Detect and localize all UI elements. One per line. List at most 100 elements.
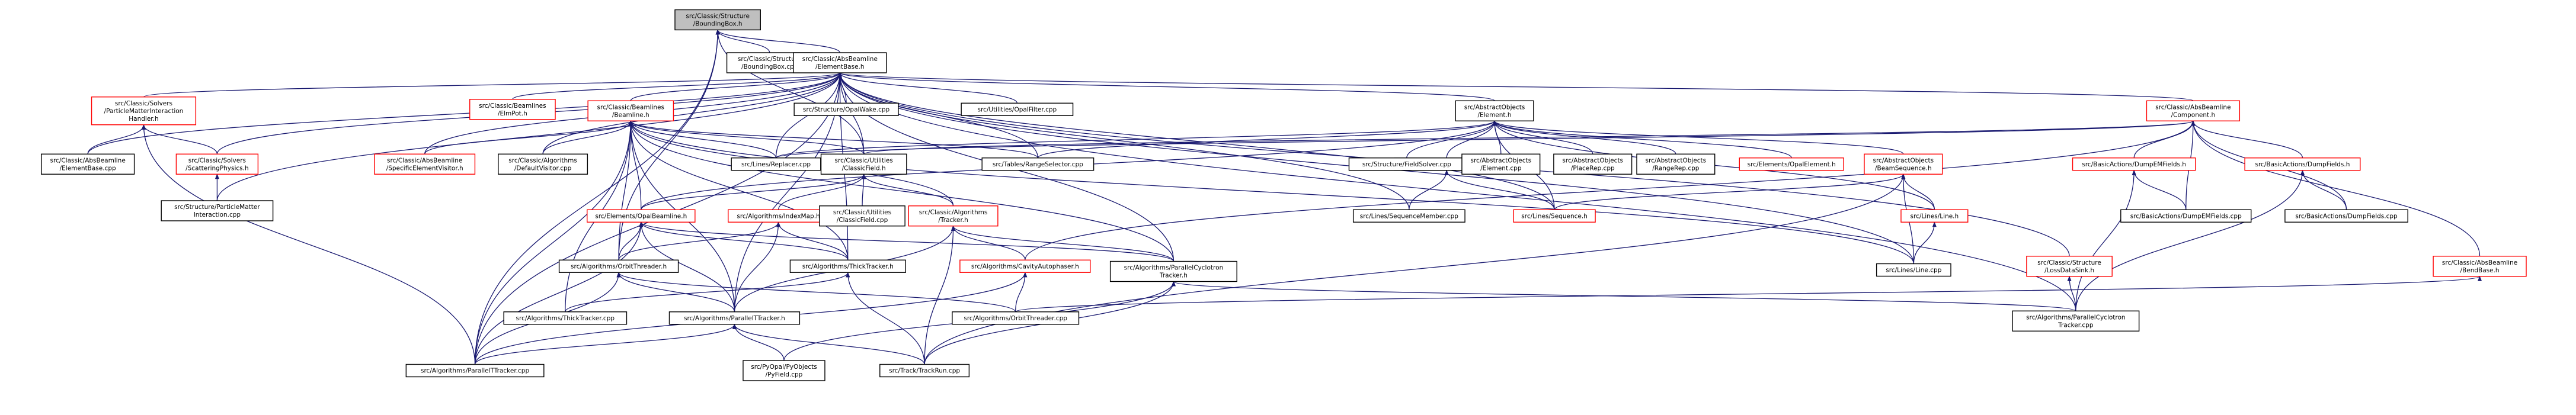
- edge-parallelcyclotron-h-to-parallelcyclotron-cpp: [1172, 281, 2076, 311]
- file-node-elementbase-cpp[interactable]: src/Classic/AbsBeamline/ElementBase.cpp: [40, 153, 135, 175]
- file-node-label: /Element.h: [1478, 111, 1512, 118]
- file-node-box: [1739, 157, 1844, 171]
- file-node-classicfield-cpp[interactable]: src/Classic/Utilities/ClassicField.cpp: [819, 205, 905, 227]
- dependency-edges: [87, 29, 2482, 365]
- file-node-elementbase-h[interactable]: src/Classic/AbsBeamline/ElementBase.h: [793, 52, 887, 73]
- edge-dumpemfields-h-to-dumpemfields-cpp: [2132, 169, 2187, 210]
- file-node-dumpfields-cpp[interactable]: src/BasicActions/DumpFields.cpp: [2284, 209, 2408, 223]
- file-node-box: [1900, 209, 1969, 223]
- file-node-parallelt-h[interactable]: src/Algorithms/ParallelTTracker.h: [668, 311, 801, 325]
- file-node-element-cpp[interactable]: src/AbstractObjects/Element.cpp: [1461, 153, 1541, 175]
- edge-elementbase-h-to-defaultvisitor-cpp: [542, 72, 842, 155]
- edge-element-h-to-fieldsolver-cpp: [1406, 120, 1497, 158]
- file-node-label: src/Structure/ParticleMatter: [174, 204, 260, 211]
- file-node-label: src/AbstractObjects: [1470, 157, 1531, 164]
- file-node-label: /Element.cpp: [1480, 165, 1522, 172]
- edge-opalbeamline-h-to-orbitthreader-h: [618, 221, 644, 260]
- file-node-specificvisitor-h[interactable]: src/Classic/AbsBeamline/SpecificElementV…: [374, 153, 476, 175]
- edge-thicktracker-h-to-trackrun-cpp: [846, 272, 925, 365]
- file-node-fieldsolver-cpp[interactable]: src/Structure/FieldSolver.cpp: [1348, 157, 1465, 171]
- file-node-label: src/Structure/FieldSolver.cpp: [1362, 161, 1451, 168]
- edge-elementbase-h-to-element-h: [838, 72, 1495, 101]
- file-node-box: [820, 153, 907, 175]
- file-node-sequence-h[interactable]: src/Lines/Sequence.h: [1513, 209, 1596, 223]
- file-node-opalfilter-cpp[interactable]: src/Utilities/OpalFilter.cpp: [961, 102, 1074, 116]
- file-node-field-h[interactable]: src/Classic/Utilities/ClassicField.h: [820, 153, 907, 175]
- file-node-component-h[interactable]: src/Classic/AbsBeamline/Component.h: [2146, 100, 2241, 121]
- file-node-replacer-cpp[interactable]: src/Lines/Replacer.cpp: [731, 157, 821, 171]
- file-node-dumpfields-h[interactable]: src/BasicActions/DumpFields.h: [2244, 157, 2361, 171]
- file-node-parallelcyclotron-h[interactable]: src/Algorithms/ParallelCyclotronTracker.…: [1109, 260, 1237, 282]
- file-node-trackrun-cpp[interactable]: src/Track/TrackRun.cpp: [879, 363, 970, 378]
- file-node-box: [2433, 256, 2527, 277]
- file-node-label: src/Lines/Replacer.cpp: [741, 161, 811, 168]
- file-node-label: src/Algorithms/ParallelTTracker.cpp: [421, 368, 529, 375]
- file-node-box: [1352, 209, 1465, 223]
- file-node-parallelt-cpp[interactable]: src/Algorithms/ParallelTTracker.cpp: [405, 363, 545, 378]
- file-node-pyfield-cpp[interactable]: src/PyOpal/PyObjects/PyField.cpp: [743, 360, 825, 381]
- file-node-box: [2026, 256, 2113, 277]
- file-node-thicktracker-cpp[interactable]: src/Algorithms/ThickTracker.cpp: [503, 311, 628, 325]
- file-node-box: [1636, 153, 1716, 175]
- edge-elementbase-h-to-component-h: [838, 72, 2194, 101]
- file-node-particlematter-cpp[interactable]: src/Structure/ParticleMatterInteraction.…: [161, 200, 274, 221]
- file-node-rangerep-cpp[interactable]: src/AbstractObjects/RangeRep.cpp: [1636, 153, 1716, 175]
- file-node-cavityautophaser-h[interactable]: src/Algorithms/CavityAutophaser.h: [959, 259, 1091, 273]
- file-node-orbitthreader-h[interactable]: src/Algorithms/OrbitThreader.h: [558, 259, 679, 273]
- edge-component-h-to-replacer-cpp: [775, 120, 2195, 159]
- file-node-label: /LossDataSink.h: [2044, 267, 2094, 274]
- file-node-box: [587, 100, 674, 121]
- file-node-box: [498, 153, 588, 175]
- file-node-opalbeamline-h[interactable]: src/Elements/OpalBeamline.h: [587, 209, 696, 223]
- file-node-label: src/Tables/RangeSelector.cpp: [993, 161, 1083, 168]
- file-node-label: src/Classic/Algorithms: [919, 209, 988, 216]
- edge-field-h-to-indexmap-h: [777, 173, 866, 210]
- file-node-scatteringphysics-h[interactable]: src/Classic/Solvers/ScatteringPhysics.h: [175, 153, 259, 175]
- file-node-elmpot-h[interactable]: src/Classic/Beamlines/ElmPot.h: [469, 99, 556, 120]
- edge-opalbeamline-h-to-parallelcyclotron-h: [639, 221, 1175, 262]
- file-node-dumpemfields-h[interactable]: src/BasicActions/DumpEMFields.h: [2072, 157, 2196, 171]
- file-node-label: src/Classic/Utilities: [833, 209, 891, 216]
- file-node-box: [2072, 157, 2196, 171]
- file-node-box: [503, 311, 628, 325]
- file-node-opalwake-cpp[interactable]: src/Structure/OpalWake.cpp: [793, 102, 899, 116]
- file-node-label: /ClassicField.cpp: [837, 217, 888, 224]
- file-node-box: [959, 259, 1091, 273]
- file-node-line-cpp[interactable]: src/Lines/Line.cpp: [1876, 263, 1951, 277]
- file-node-sequencemember-cpp[interactable]: src/Lines/SequenceMember.cpp: [1352, 209, 1465, 223]
- file-node-indexmap-h[interactable]: src/Algorithms/IndexMap.h: [728, 209, 829, 223]
- file-node-label: src/Lines/Line.h: [1911, 213, 1959, 220]
- file-node-box: [1513, 209, 1596, 223]
- file-node-beamsequence-h[interactable]: src/AbstractObjects/BeamSequence.h: [1864, 153, 1943, 175]
- file-node-element-h[interactable]: src/AbstractObjects/Element.h: [1455, 100, 1534, 121]
- file-node-bendbase-h[interactable]: src/Classic/AbsBeamline/BendBase.h: [2433, 256, 2527, 277]
- edge-field-h-to-classicfield-cpp: [862, 173, 866, 206]
- file-node-particlematter-h[interactable]: src/Classic/Solvers/ParticleMatterIntera…: [91, 96, 197, 126]
- file-node-tracker-h[interactable]: src/Classic/Algorithms/Tracker.h: [908, 205, 999, 227]
- file-node-label: src/AbstractObjects: [1562, 157, 1623, 164]
- edge-element-h-to-replacer-cpp: [775, 120, 1497, 159]
- file-node-opalelement-h[interactable]: src/Elements/OpalElement.h: [1739, 157, 1844, 171]
- file-node-beamline-h[interactable]: src/Classic/Beamlines/Beamline.h: [587, 100, 674, 121]
- file-node-line-h[interactable]: src/Lines/Line.h: [1900, 209, 1969, 223]
- edge-element-h-to-opalelement-h: [1492, 120, 1792, 159]
- file-node-lossdatasink-h[interactable]: src/Classic/Structure/LossDataSink.h: [2026, 256, 2113, 277]
- file-node-orbitthreader-cpp[interactable]: src/Algorithms/OrbitThreader.cpp: [952, 311, 1080, 325]
- file-node-label: /ClassicField.h: [842, 165, 886, 172]
- edge-line-h-to-line-cpp: [1913, 221, 1937, 264]
- file-node-label: src/Classic/Beamlines: [479, 102, 546, 110]
- file-node-box: [2120, 209, 2252, 223]
- file-node-dumpemfields-cpp[interactable]: src/BasicActions/DumpEMFields.cpp: [2120, 209, 2252, 223]
- file-node-box: [1864, 153, 1943, 175]
- file-node-box: [374, 153, 476, 175]
- edge-elementbase-h-to-elmpot-h: [512, 72, 842, 100]
- file-node-rangeselector-cpp[interactable]: src/Tables/RangeSelector.cpp: [981, 157, 1095, 171]
- file-node-defaultvisitor-cpp[interactable]: src/Classic/Algorithms/DefaultVisitor.cp…: [498, 153, 588, 175]
- file-node-thicktracker-h[interactable]: src/Algorithms/ThickTracker.h: [789, 259, 906, 273]
- file-node-label: /RangeRep.cpp: [1652, 165, 1700, 172]
- edge-cavityautophaser-h-to-orbitthreader-cpp: [1015, 272, 1028, 312]
- file-node-placerep-cpp[interactable]: src/AbstractObjects/PlaceRep.cpp: [1553, 153, 1633, 175]
- file-node-boundingbox-h[interactable]: src/Classic/Structure/BoundingBox.h: [674, 9, 761, 31]
- file-node-parallelcyclotron-cpp[interactable]: src/Algorithms/ParallelCyclotronTracker.…: [2012, 310, 2140, 332]
